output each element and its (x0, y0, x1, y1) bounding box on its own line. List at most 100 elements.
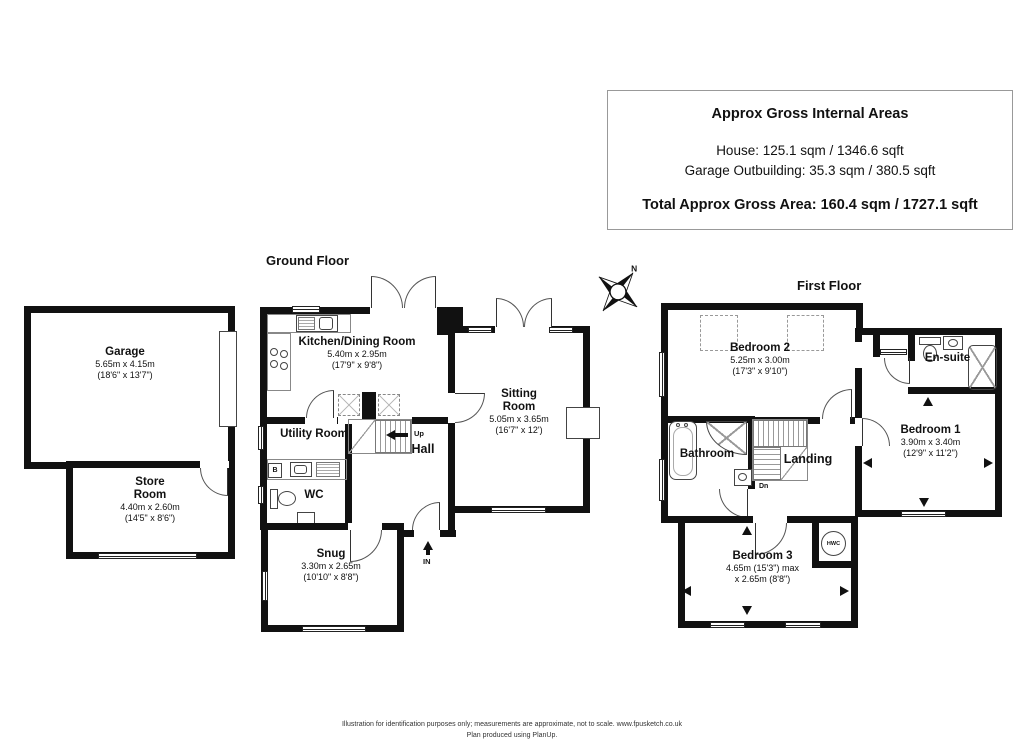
cupboard-left (338, 394, 360, 416)
kitchen-french-door-opening (370, 307, 437, 314)
hall-name: Hall (411, 442, 435, 456)
entrance-arrow-icon (423, 541, 433, 550)
bedroom2-window (659, 352, 665, 397)
bedroom2-dims-m: 5.25m x 3.00m (730, 354, 790, 365)
entrance-label: IN (423, 557, 431, 566)
ensuite-name: En-suite (924, 352, 971, 364)
sitting-name: Sitting Room (501, 388, 537, 413)
bath-tub-inner (673, 427, 693, 476)
entrance-arrow-shaft (426, 549, 430, 555)
snug-label: Snug 3.30m x 2.65m (10'10" x 8'8") (272, 548, 390, 583)
garage-door (219, 331, 237, 427)
bedroom1-window (901, 511, 946, 517)
garage-dims-m: 5.65m x 4.15m (95, 358, 155, 369)
bathroom-name: Bathroom (679, 448, 735, 460)
stairs-up-box (348, 419, 412, 454)
sitting-dims-m: 5.05m x 3.65m (489, 413, 549, 424)
store-name: Store Room (133, 476, 167, 501)
sitting-french-door-right-arc (524, 298, 552, 327)
garage-name: Garage (105, 346, 145, 358)
bedroom2-name: Bedroom 2 (729, 342, 791, 354)
areas-title: Approx Gross Internal Areas (711, 106, 909, 122)
kitchen-dims-ft: (17'9" x 9'8") (331, 360, 383, 371)
up-label: Up (414, 429, 424, 438)
ensuite-label: En-suite (905, 352, 990, 365)
utility-name: Utility Room (280, 428, 348, 440)
hwc-nook-wall-h (812, 561, 858, 568)
kitchen-window (292, 306, 320, 313)
bedroom3-name: Bedroom 3 (732, 550, 793, 562)
first-floor-label: First Floor (797, 278, 862, 293)
bedroom2-lobby-opening (855, 342, 862, 368)
wall-stub (362, 392, 376, 419)
sitting-label: Sitting Room 5.05m x 3.65m (16'7" x 12') (455, 388, 583, 436)
ensuite-basin-bowl (948, 339, 958, 347)
bath-tap (676, 423, 680, 427)
head-height-arrow (682, 586, 691, 596)
sitting-window-bottom (491, 507, 546, 513)
sitting-french-door-left-arc (496, 298, 524, 327)
landing-label: Landing (772, 452, 844, 466)
utility-sink-bowl (294, 465, 307, 474)
store-dims-ft: (14'5" x 8'6") (124, 513, 176, 523)
store-window (98, 553, 197, 559)
house-area-line: House: 125.1 sqm / 1346.6 sqft (716, 143, 904, 158)
cupboard-right (378, 394, 400, 416)
down-label: Dn (759, 483, 769, 490)
garage-area-line: Garage Outbuilding: 35.3 sqm / 380.5 sqf… (684, 162, 936, 178)
lobby-cupboard (880, 349, 907, 355)
kitchen-french-door-right-arc (404, 276, 436, 308)
bedroom3-dims-m: 4.65m (15'3") max (726, 562, 799, 573)
bathroom-label: Bathroom (663, 448, 751, 461)
boiler: B (268, 463, 282, 478)
garage-label: Garage 5.65m x 4.15m (18'6" x 13'7") (45, 346, 205, 381)
bedroom3-door-opening (753, 516, 787, 523)
hot-water-cylinder: HWC (821, 531, 846, 556)
up-arrow-shaft (395, 433, 408, 437)
utility-window (258, 426, 264, 450)
bedroom2-label: Bedroom 2 5.25m x 3.00m (17'3" x 9'10") (690, 342, 830, 377)
sitting-door-opening (448, 393, 455, 423)
bedroom3-dims-ft: x 2.65m (8'8") (734, 574, 791, 585)
gross-internal-areas-box: Approx Gross Internal Areas House: 125.1… (607, 90, 1013, 230)
utility-door-opening (305, 417, 337, 424)
bedroom3-label: Bedroom 3 4.65m (15'3") max x 2.65m (8'8… (695, 550, 830, 585)
sitting-alcove (566, 407, 600, 439)
hob-burner (270, 360, 278, 368)
hob-burner (280, 350, 288, 358)
head-height-arrow (742, 526, 752, 535)
ensuite-shower (968, 345, 997, 390)
wc-window (258, 486, 264, 504)
wc-label: WC (294, 489, 334, 502)
bedroom2-room (661, 303, 863, 424)
kitchen-label: Kitchen/Dining Room 5.40m x 2.95m (17'9"… (292, 336, 422, 371)
stairs-down-flight-line (781, 447, 807, 480)
head-height-arrow (984, 458, 993, 468)
bedroom1-name: Bedroom 1 (900, 424, 961, 436)
hob-burner (270, 348, 278, 356)
sitting-french-door-opening (495, 326, 551, 333)
kitchen-counter-top (267, 314, 351, 333)
snug-name: Snug (316, 548, 346, 560)
stairs-down-treads-lower (753, 447, 781, 480)
wc-name: WC (304, 489, 324, 501)
wall-segment (448, 513, 455, 537)
kitchen-french-door-left-arc (371, 276, 403, 308)
snug-dims-m: 3.30m x 2.65m (301, 560, 361, 571)
bedroom3-window-right (785, 622, 821, 628)
total-area-line: Total Approx Gross Area: 160.4 sqm / 172… (642, 197, 978, 214)
bedroom2-dims-ft: (17'3" x 9'10") (732, 366, 788, 377)
head-height-arrow (742, 606, 752, 615)
bedroom1-dims-ft: (12'9" x 11'2") (903, 448, 958, 459)
bathroom-window (659, 459, 665, 501)
sitting-window-top-left (468, 327, 492, 333)
compass-icon: N (598, 263, 638, 312)
kitchen-sink-bowl (319, 317, 333, 330)
store-label: Store Room 4.40m x 2.60m (14'5" x 8'6") (100, 476, 200, 524)
head-height-arrow (923, 397, 933, 406)
toilet-cistern (270, 489, 278, 509)
bath-tap (684, 423, 688, 427)
head-height-arrow (919, 498, 929, 507)
bedroom1-dims-m: 3.90m x 3.40m (900, 436, 961, 447)
